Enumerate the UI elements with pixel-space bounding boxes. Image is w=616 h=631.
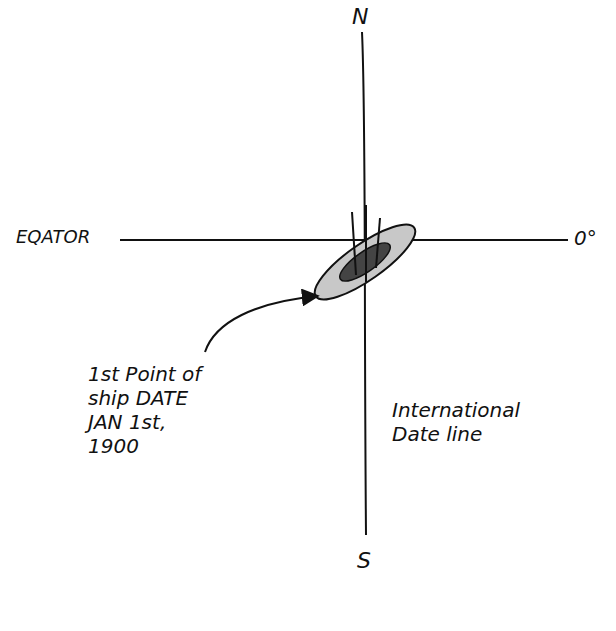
label-text: International Date line xyxy=(392,398,520,446)
label-text: 1st Point of ship DATE JAN 1st, 1900 xyxy=(88,362,201,458)
ship-note: 1st Point of ship DATE JAN 1st, 1900 xyxy=(88,362,223,458)
ship-figure xyxy=(306,205,425,311)
dateline-label: International Date line xyxy=(392,398,542,446)
compass-label: N xyxy=(352,4,368,30)
label-text: EQATOR xyxy=(16,226,90,247)
longitude-label: 0° xyxy=(574,226,597,250)
label-text: 0° xyxy=(574,226,597,250)
label-text: N xyxy=(352,4,368,29)
equator-line xyxy=(120,239,568,241)
label-text: S xyxy=(357,548,371,573)
leader-arrow xyxy=(205,296,318,352)
equator-label: EQATOR xyxy=(16,226,90,248)
compass-label: S xyxy=(357,548,371,574)
